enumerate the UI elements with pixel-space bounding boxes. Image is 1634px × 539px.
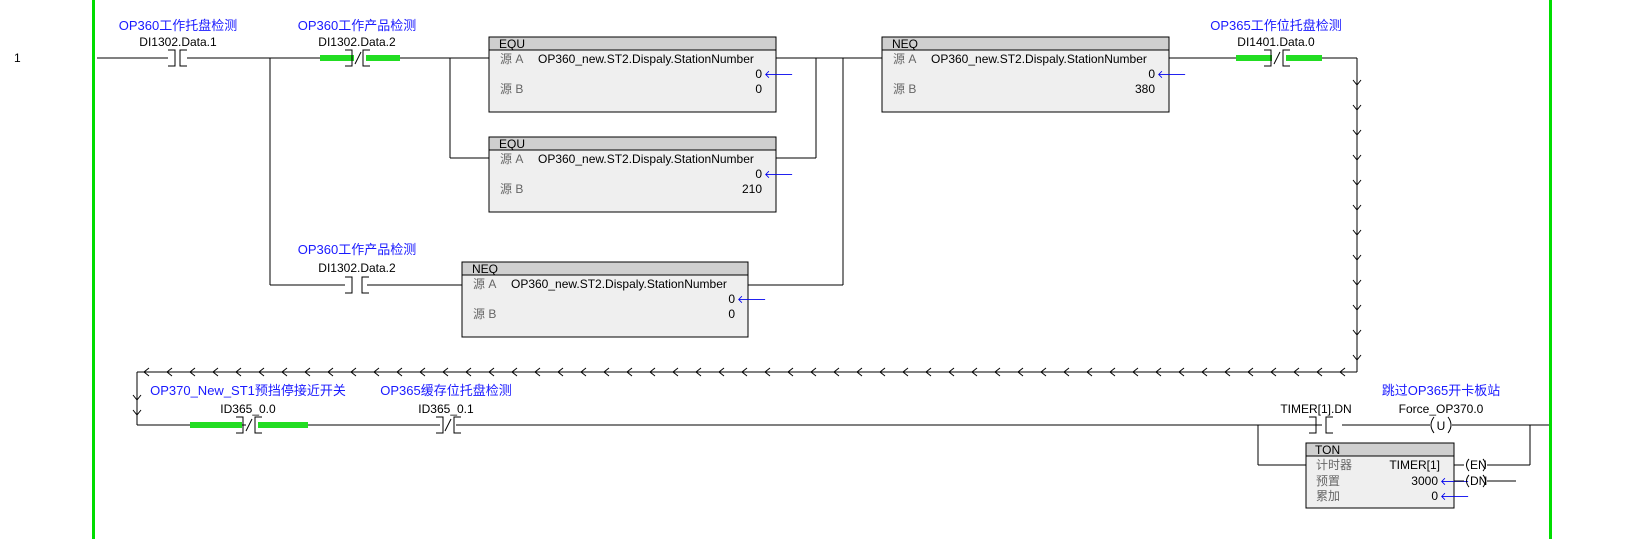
contact-examine-off-3[interactable]: OP370_New_ST1预挡停接近开关 ID365_0.0: [150, 383, 346, 434]
contact-examine-on-timer-dn[interactable]: TIMER[1].DN: [1280, 402, 1352, 434]
source-a-tag: OP360_new.ST2.Dispaly.StationNumber: [931, 52, 1147, 66]
equ-block-1[interactable]: EQU 源 A OP360_new.ST2.Dispaly.StationNum…: [488, 36, 794, 113]
source-b-value: 0: [755, 82, 762, 96]
contact-tag: ID365_0.1: [418, 402, 474, 416]
contact-examine-on-1[interactable]: OP360工作托盘检测 DI1302.Data.1: [119, 18, 237, 67]
block-type: EQU: [499, 137, 525, 151]
source-a-label: 源 A: [893, 52, 916, 66]
contact-tag: ID365_0.0: [220, 402, 276, 416]
contact-examine-off-4[interactable]: OP365缓存位托盘检测 ID365_0.1: [380, 383, 512, 434]
energized-bar: [366, 55, 400, 61]
contact-examine-on-2[interactable]: OP360工作产品检测 DI1302.Data.2: [298, 242, 416, 294]
timer-tag: TIMER[1]: [1389, 458, 1440, 472]
contact-tag: DI1401.Data.0: [1237, 35, 1315, 49]
unlatch-coil[interactable]: 跳过OP365开卡板站 Force_OP370.0 U: [1382, 383, 1500, 434]
energized-bar: [1236, 55, 1272, 61]
preset-value: 3000: [1411, 474, 1438, 488]
neq-block-1[interactable]: NEQ 源 A OP360_new.ST2.Dispaly.StationNum…: [881, 36, 1187, 113]
contact-description: OP360工作产品检测: [298, 242, 416, 257]
en-output-label: EN: [1470, 458, 1487, 472]
value-arrow-icon: 🡐: [764, 169, 794, 181]
energized-bar: [190, 422, 242, 428]
source-a-label: 源 A: [473, 277, 496, 291]
right-power-rail: [1549, 0, 1552, 539]
flow-arrows-left: [143, 367, 1346, 377]
source-b-label: 源 B: [500, 82, 523, 96]
source-b-label: 源 B: [473, 307, 496, 321]
energized-bar: [320, 55, 354, 61]
rung-wires: [97, 57, 1549, 482]
equ-block-2[interactable]: EQU 源 A OP360_new.ST2.Dispaly.StationNum…: [488, 136, 794, 213]
coil-description: 跳过OP365开卡板站: [1382, 383, 1500, 398]
source-b-value: 380: [1135, 82, 1155, 96]
dn-output-label: DN: [1470, 474, 1487, 488]
source-a-value: 0: [755, 167, 762, 181]
value-arrow-icon: 🡐: [1157, 69, 1187, 81]
coil-symbol: U: [1437, 419, 1446, 433]
contact-description: OP365缓存位托盘检测: [380, 383, 511, 398]
accum-label: 累加: [1316, 489, 1340, 503]
source-a-value: 0: [1148, 67, 1155, 81]
source-b-value: 210: [742, 182, 762, 196]
block-type: NEQ: [472, 262, 498, 276]
source-b-label: 源 B: [893, 82, 916, 96]
energized-bar: [258, 422, 308, 428]
source-a-label: 源 A: [500, 152, 523, 166]
value-arrow-icon: 🡐: [1440, 491, 1470, 503]
contact-tag: DI1302.Data.2: [318, 35, 396, 49]
value-arrow-icon: 🡐: [1440, 476, 1470, 488]
source-a-value: 0: [728, 292, 735, 306]
source-a-tag: OP360_new.ST2.Dispaly.StationNumber: [511, 277, 727, 291]
block-type: NEQ: [892, 37, 918, 51]
neq-block-2[interactable]: NEQ 源 A OP360_new.ST2.Dispaly.StationNum…: [461, 261, 767, 338]
flow-arrows-down: [132, 79, 1362, 416]
value-arrow-icon: 🡐: [764, 69, 794, 81]
source-a-tag: OP360_new.ST2.Dispaly.StationNumber: [538, 152, 754, 166]
block-type: EQU: [499, 37, 525, 51]
contact-description: OP370_New_ST1预挡停接近开关: [150, 383, 346, 398]
value-arrow-icon: 🡐: [737, 294, 767, 306]
coil-tag: Force_OP370.0: [1399, 402, 1484, 416]
contact-description: OP360工作产品检测: [298, 18, 416, 33]
source-b-label: 源 B: [500, 182, 523, 196]
timer-label: 计时器: [1316, 458, 1352, 472]
rung-number: 1: [14, 51, 21, 65]
energized-bar: [1286, 55, 1322, 61]
source-a-tag: OP360_new.ST2.Dispaly.StationNumber: [538, 52, 754, 66]
contact-examine-off-2[interactable]: OP365工作位托盘检测 DI1401.Data.0: [1210, 18, 1342, 67]
contact-tag: DI1302.Data.2: [318, 261, 396, 275]
contact-description: OP365工作位托盘检测: [1210, 18, 1341, 33]
left-power-rail: [92, 0, 95, 539]
ton-timer-block[interactable]: TON 计时器 TIMER[1] 预置 3000 🡐 累加 0 🡐 EN DN: [1305, 442, 1487, 509]
contact-tag: TIMER[1].DN: [1280, 402, 1351, 416]
source-a-value: 0: [755, 67, 762, 81]
accum-value: 0: [1431, 489, 1438, 503]
contact-tag: DI1302.Data.1: [139, 35, 217, 49]
preset-label: 预置: [1316, 474, 1340, 488]
source-b-value: 0: [728, 307, 735, 321]
contact-description: OP360工作托盘检测: [119, 18, 237, 33]
contact-examine-off-1[interactable]: OP360工作产品检测 DI1302.Data.2: [298, 18, 416, 67]
block-type: TON: [1315, 443, 1340, 457]
source-a-label: 源 A: [500, 52, 523, 66]
